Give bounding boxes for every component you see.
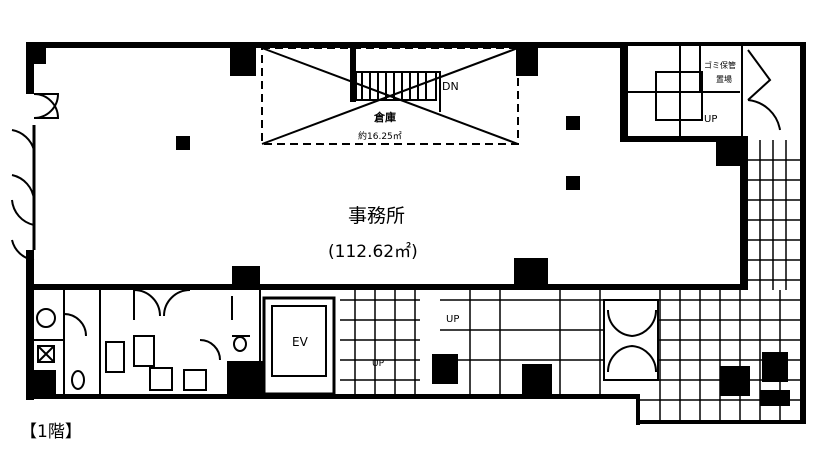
outer-walls [26, 42, 806, 425]
office-name: 事務所 [348, 205, 405, 227]
structural-columns [26, 42, 790, 406]
floor-label: 【1階】 [20, 422, 82, 442]
storage-room [261, 47, 519, 145]
office-area: (112.62㎡) [328, 242, 418, 262]
entrance-doors[interactable] [603, 299, 659, 381]
restrooms [34, 289, 263, 395]
trash-label-1: ゴミ保管 [704, 60, 736, 70]
trash-label-2: 置場 [716, 74, 732, 84]
right-paving-grid [340, 140, 800, 420]
upper-right-stair [628, 46, 781, 136]
storage-area: 約16.25㎡ [358, 130, 402, 142]
elevator-shaft [262, 296, 336, 396]
left-doors[interactable] [11, 93, 60, 261]
stair-up-lower-label: UP [446, 314, 459, 325]
stair-dn-label: DN [442, 80, 459, 93]
elevator-label: EV [292, 335, 309, 349]
stair-up-lower-label-2: UP [372, 359, 385, 369]
stair-up-right-label: UP [704, 114, 717, 125]
storage-name: 倉庫 [373, 110, 396, 124]
